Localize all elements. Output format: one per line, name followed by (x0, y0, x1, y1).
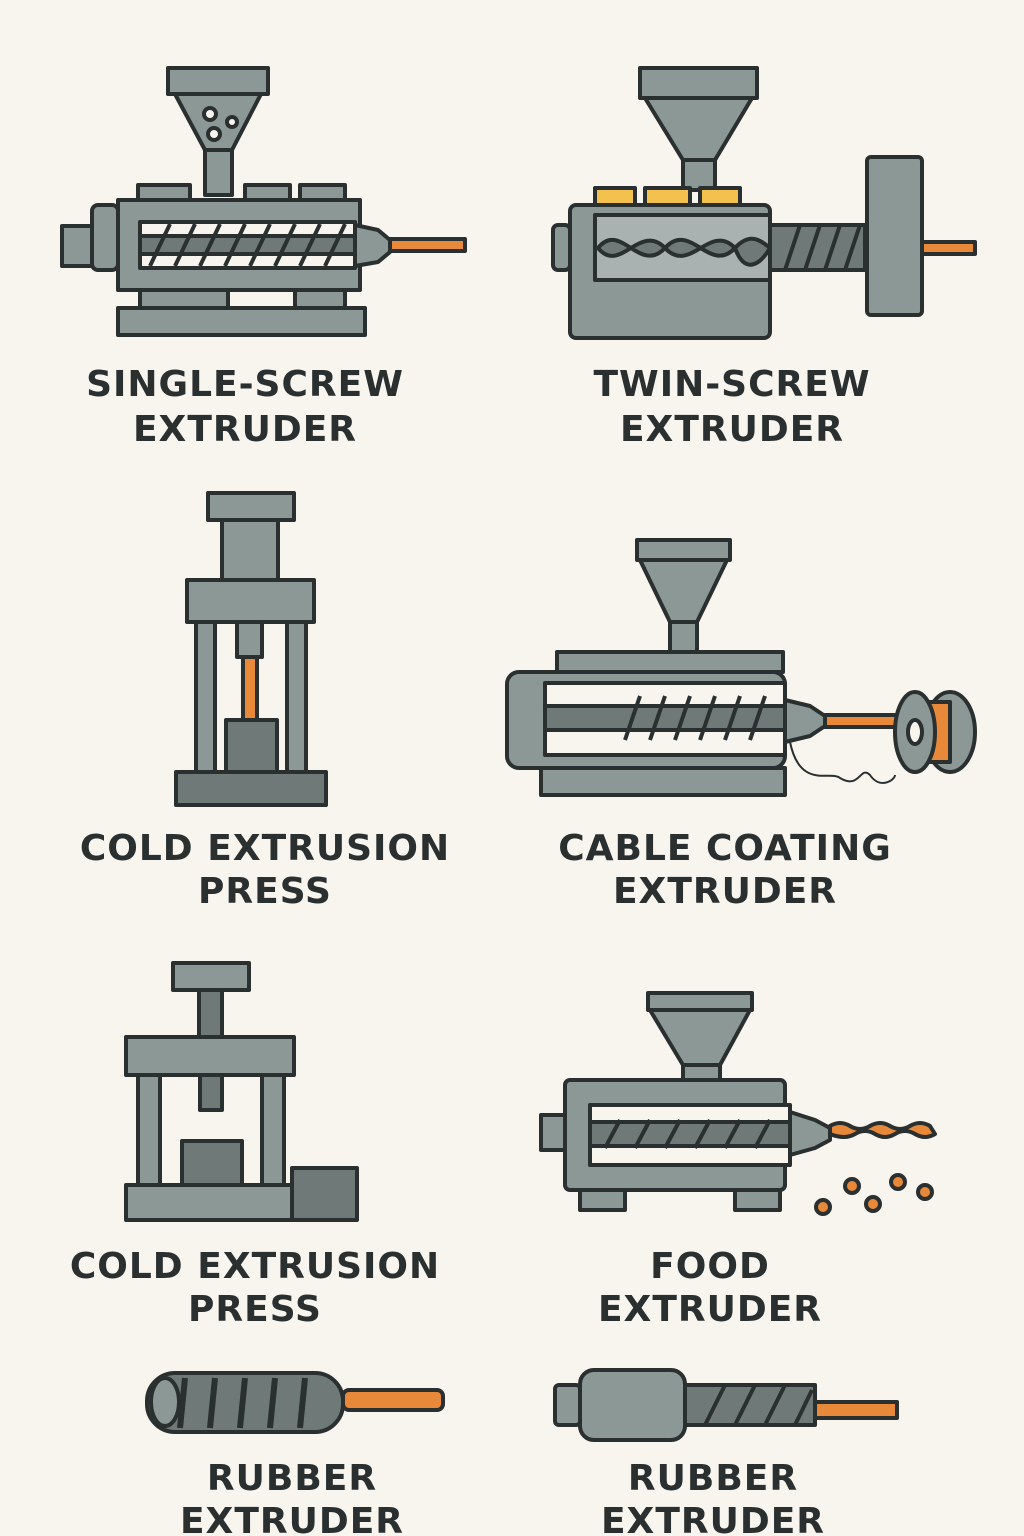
label-line1: RUBBER (207, 1458, 377, 1499)
twin-screw-extruder-illustration (551, 66, 977, 340)
cable-coating-extruder-illustration (505, 538, 977, 797)
label-line1: COLD EXTRUSION (70, 1246, 440, 1287)
screw (138, 234, 357, 256)
label-line2: EXTRUDER (613, 871, 837, 912)
label-line2: EXTRUDER (620, 409, 844, 450)
cold-extrusion-press-illustration (174, 491, 328, 807)
food-extruder-illustration (539, 991, 937, 1216)
feed-neck (203, 148, 234, 197)
screw (543, 704, 787, 732)
base (174, 770, 328, 807)
label-line2: EXTRUDER (180, 1501, 404, 1536)
label-line2: EXTRUDER (133, 409, 357, 450)
label-line1: SINGLE-SCREW (86, 364, 404, 405)
label-line1: TWIN-SCREW (593, 364, 870, 405)
rubber-extruder-illustration (145, 1371, 445, 1434)
label-line1: RUBBER (628, 1458, 798, 1499)
single-screw-extruder-illustration (60, 66, 467, 337)
label-line2: EXTRUDER (601, 1501, 825, 1536)
die-block (865, 155, 924, 317)
motor-end (60, 224, 94, 268)
label-line1: CABLE COATING (558, 828, 892, 869)
label-line1: FOOD (650, 1246, 770, 1287)
label-line2: PRESS (198, 871, 332, 912)
extrudate (388, 237, 467, 253)
base (116, 306, 367, 337)
extrudate (828, 1121, 937, 1139)
rubber-extruder-illustration-2 (553, 1368, 899, 1442)
label-line1: COLD EXTRUSION (80, 828, 450, 869)
cold-extrusion-press-illustration-2 (124, 961, 359, 1222)
hopper-top (166, 66, 270, 96)
label-line2: PRESS (188, 1289, 322, 1330)
label-line2: EXTRUDER (598, 1289, 822, 1330)
